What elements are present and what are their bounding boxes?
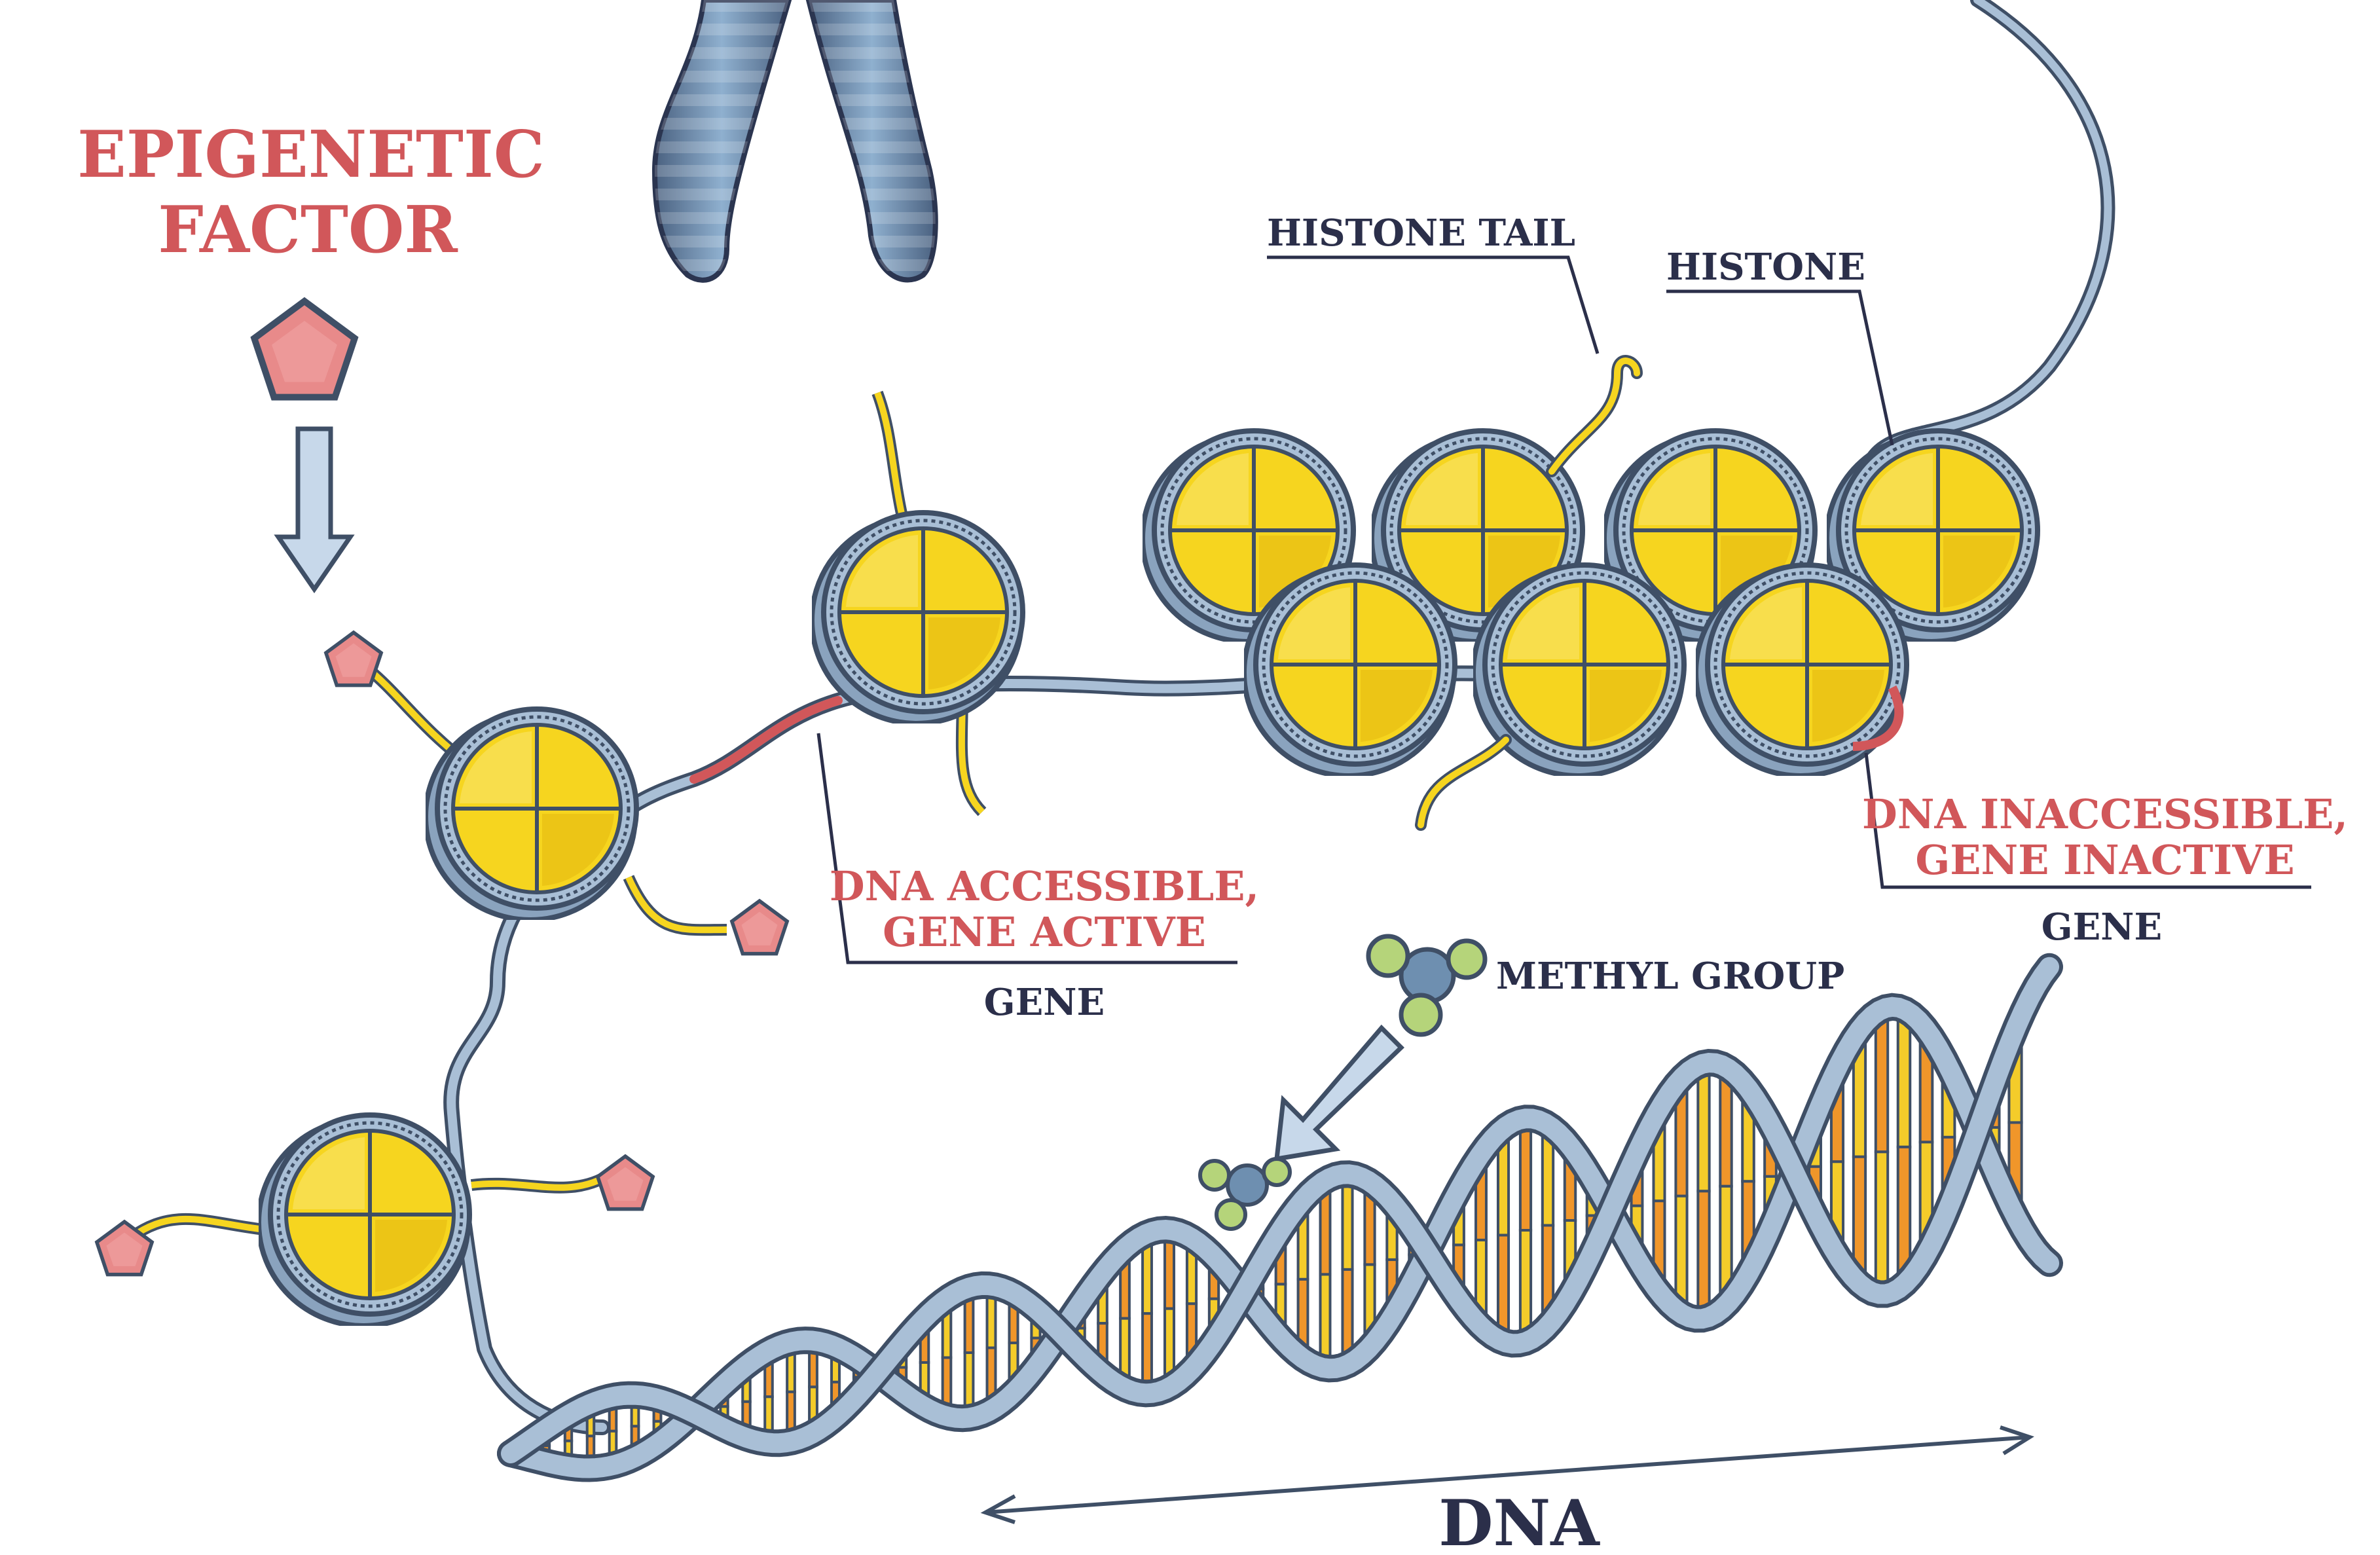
histone: [812, 513, 1023, 723]
histone-tail-label: HISTONE TAIL: [1267, 211, 1575, 255]
histone: [259, 1115, 469, 1326]
base-pair: [1696, 1190, 1711, 1320]
histone-tail: [1415, 355, 1643, 831]
pentagon-icon: [326, 632, 381, 686]
down-arrow-icon: [274, 426, 355, 594]
histone-cluster: [1143, 431, 2038, 776]
base-pair: [1874, 1150, 1890, 1296]
dna-length-arrow: [980, 1425, 2034, 1524]
dna-label: DNA: [1438, 1486, 1600, 1555]
accessible-label: GENE ACTIVE: [883, 908, 1206, 956]
leader-lines: [816, 255, 2311, 964]
base-pair: [1518, 1117, 1533, 1232]
chromosome-icon: [651, 0, 938, 283]
methyl-group-label: METHYL GROUP: [1496, 955, 1844, 998]
inaccessible-label: DNA INACCESSIBLE,: [1862, 790, 2348, 838]
histone: [1244, 565, 1455, 776]
dna-backbone: [501, 957, 2059, 1463]
pentagon-icon: [598, 1156, 653, 1209]
inaccessible-label: GENE INACTIVE: [1915, 836, 2294, 884]
histone-label: HISTONE: [1666, 246, 1865, 289]
epigenetic-factor-pentagon-icon: [254, 301, 354, 397]
dna-helix: [497, 953, 2063, 1482]
gene-label: GENE: [984, 981, 1105, 1024]
molecule-cluster-icon: [1198, 1157, 1292, 1231]
open-nucleosome: [326, 632, 787, 954]
diagonal-arrow-icon: [1274, 1024, 1404, 1162]
pentagon-icon: [732, 901, 787, 954]
open-nucleosome: [812, 390, 1023, 816]
base-pair: [1696, 1062, 1711, 1193]
accessible-label: DNA ACCESSIBLE,: [830, 862, 1259, 910]
molecule-cluster-icon: [1366, 934, 1488, 1037]
base-pair: [1874, 1008, 1890, 1154]
epigenetic-factor-title: EPIGENETIC: [77, 117, 545, 192]
base-pair: [1896, 1008, 1912, 1148]
histone: [426, 709, 636, 920]
gene-label: GENE: [2041, 906, 2162, 949]
epigenetic-factor-title: FACTOR: [158, 192, 458, 268]
open-nucleosome: [97, 1115, 653, 1326]
